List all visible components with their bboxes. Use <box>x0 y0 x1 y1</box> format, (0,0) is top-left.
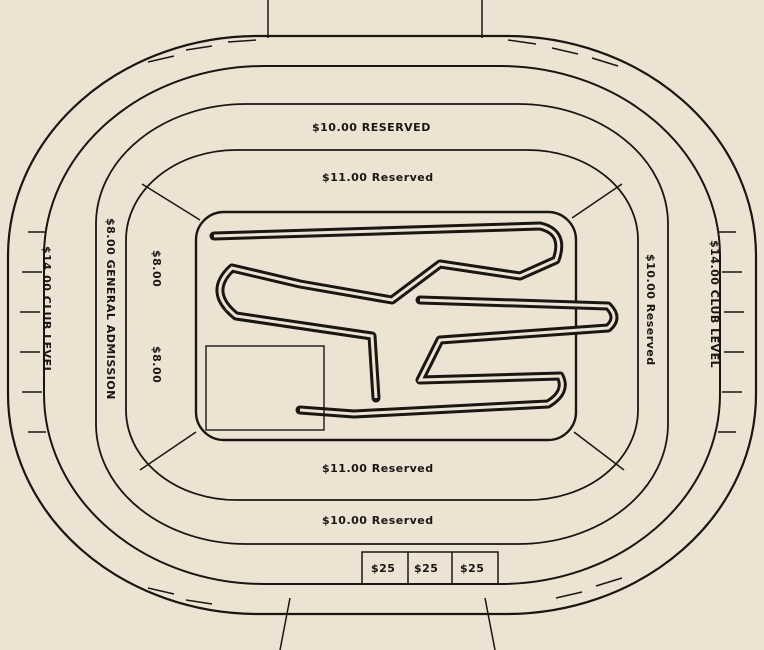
reserved-10-bottom-label: $10.00 Reserved <box>322 514 434 527</box>
top-tunnel <box>267 0 483 38</box>
box-seat-label-3: $25 <box>460 562 485 575</box>
bottom-tunnel <box>279 597 496 650</box>
track-inner-line <box>213 224 616 416</box>
box-seats-frame <box>361 551 499 585</box>
reserved-ring-11 <box>125 149 639 501</box>
club-level-right-label: $14.00 CLUB LEVEL <box>708 240 721 369</box>
reserved-ring-10 <box>95 103 669 545</box>
general-admission-label: $8.00 GENERAL ADMISSION <box>104 218 117 400</box>
outer-ring <box>6 34 758 616</box>
pit-area <box>205 345 325 431</box>
club-ring-inner <box>43 65 721 585</box>
race-track <box>209 221 619 419</box>
club-seat-boxes <box>20 39 744 605</box>
box-seat-label-2: $25 <box>414 562 439 575</box>
ga-lower-label: $8.00 <box>150 346 163 384</box>
reserved-11-top-label: $11.00 Reserved <box>322 171 434 184</box>
reserved-11-bottom-label: $11.00 Reserved <box>322 462 434 475</box>
ga-upper-label: $8.00 <box>150 250 163 288</box>
section-dividers <box>139 183 625 471</box>
reserved-10-right-label: $10.00 Reserved <box>644 254 657 366</box>
reserved-10-top-label: $10.00 RESERVED <box>312 121 431 134</box>
box-seat-label-1: $25 <box>371 562 396 575</box>
club-level-left-label: $14.00 CLUB LEVEL <box>40 246 53 375</box>
